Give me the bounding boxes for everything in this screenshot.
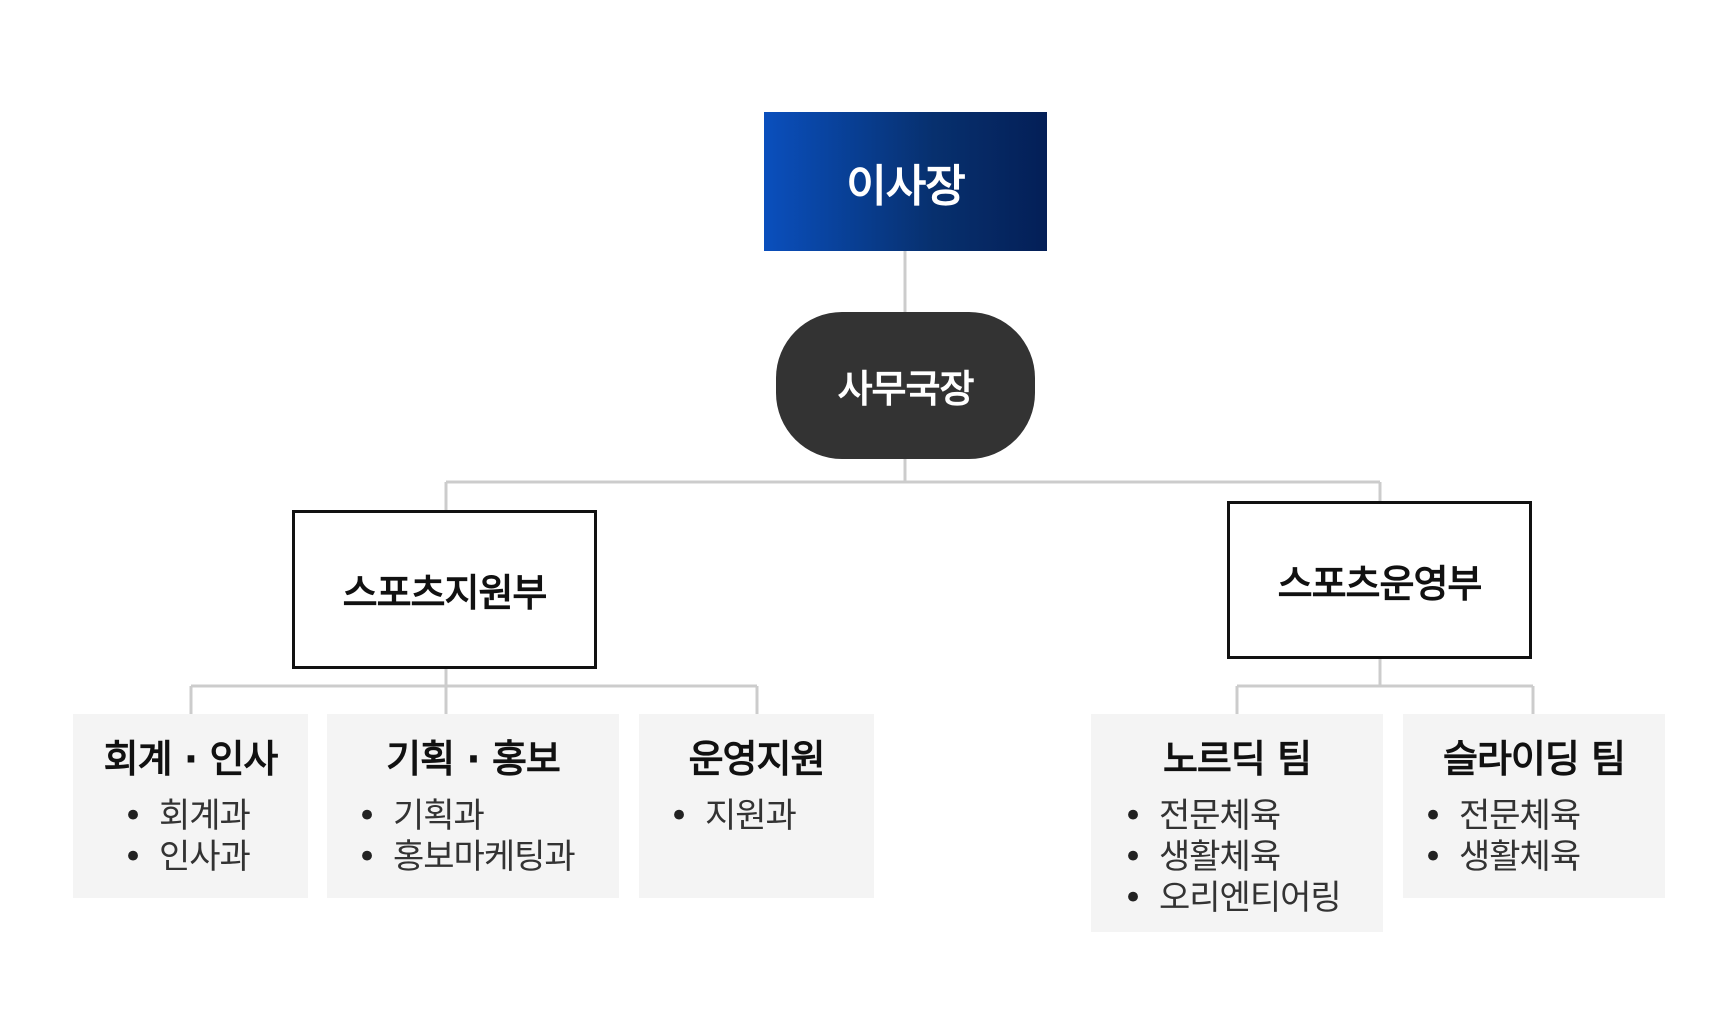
team-item: 전문체육 bbox=[1123, 796, 1383, 837]
department-label: 스포츠지원부 bbox=[342, 571, 548, 615]
sports-operations-department-box: 스포츠운영부 bbox=[1227, 501, 1532, 659]
chairman-box: 이사장 bbox=[764, 112, 1047, 251]
team-title: 슬라이딩 팀 bbox=[1442, 737, 1626, 781]
team-title: 기획 · 홍보 bbox=[386, 737, 561, 781]
team-item: 생활체육 bbox=[1123, 837, 1383, 878]
team-item: 홍보마케팅과 bbox=[357, 837, 619, 878]
team-item: 인사과 bbox=[123, 837, 308, 878]
team-sliding: 슬라이딩 팀 전문체육 생활체육 bbox=[1403, 714, 1665, 898]
team-item: 전문체육 bbox=[1423, 796, 1665, 837]
team-operations-support: 운영지원 지원과 bbox=[639, 714, 874, 898]
team-item: 생활체육 bbox=[1423, 837, 1665, 878]
team-item-list: 기획과 홍보마케팅과 bbox=[327, 796, 619, 878]
chairman-label: 이사장 bbox=[846, 160, 965, 212]
team-item-list: 회계과 인사과 bbox=[73, 796, 308, 878]
team-item: 오리엔티어링 bbox=[1123, 878, 1383, 919]
team-title: 운영지원 bbox=[688, 737, 826, 781]
team-accounting-hr: 회계 · 인사 회계과 인사과 bbox=[73, 714, 308, 898]
team-item: 지원과 bbox=[669, 796, 874, 837]
sports-support-department-box: 스포츠지원부 bbox=[292, 510, 597, 669]
team-item-list: 전문체육 생활체육 bbox=[1403, 796, 1665, 878]
secretary-general-box: 사무국장 bbox=[776, 312, 1035, 459]
department-label: 스포츠운영부 bbox=[1277, 561, 1483, 606]
team-nordic: 노르딕 팀 전문체육 생활체육 오리엔티어링 bbox=[1091, 714, 1383, 932]
team-planning-pr: 기획 · 홍보 기획과 홍보마케팅과 bbox=[327, 714, 619, 898]
team-title: 노르딕 팀 bbox=[1162, 737, 1312, 781]
team-item-list: 지원과 bbox=[639, 796, 874, 837]
team-item: 기획과 bbox=[357, 796, 619, 837]
team-item: 회계과 bbox=[123, 796, 308, 837]
team-item-list: 전문체육 생활체육 오리엔티어링 bbox=[1091, 796, 1383, 919]
secretary-general-label: 사무국장 bbox=[837, 367, 975, 411]
team-title: 회계 · 인사 bbox=[103, 737, 279, 781]
